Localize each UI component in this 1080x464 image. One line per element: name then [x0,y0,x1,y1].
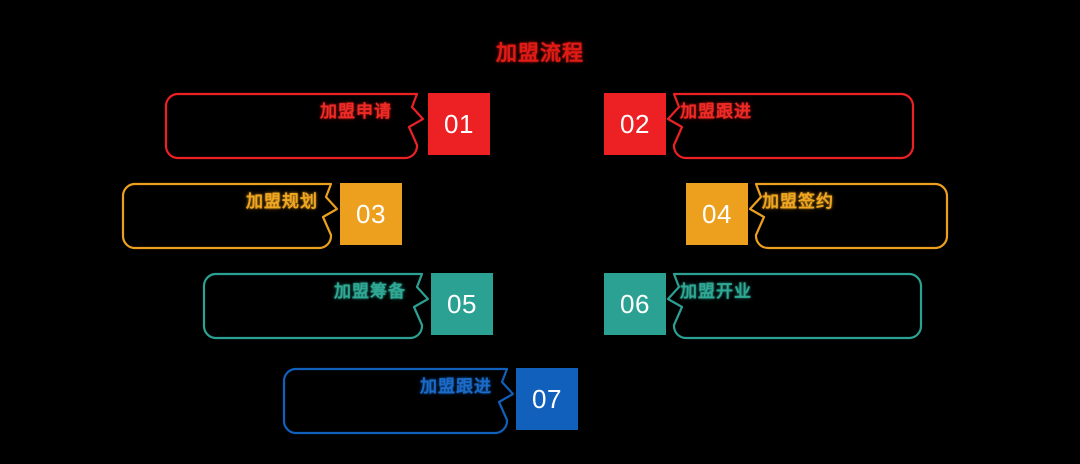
step-06[interactable]: 06 加盟开业 [604,272,923,340]
step-03-label: 加盟规划 [246,192,318,211]
step-01-badge[interactable]: 01 [428,93,490,155]
step-07-label: 加盟跟进 [420,377,492,396]
step-05-label: 加盟筹备 [334,282,406,301]
step-06-bubble [664,272,923,340]
step-05[interactable]: 加盟筹备 05 [202,272,493,340]
step-02-bubble [664,92,915,160]
step-03-bubble [121,182,344,250]
step-01-bubble [164,92,430,160]
step-07-badge[interactable]: 07 [516,368,578,430]
step-02-badge[interactable]: 02 [604,93,666,155]
step-01-label: 加盟申请 [320,102,392,121]
step-04[interactable]: 04 加盟签约 [686,182,949,250]
page-title: 加盟流程 [496,42,584,65]
step-01[interactable]: 加盟申请 01 [164,92,490,160]
step-06-label: 加盟开业 [680,282,752,301]
step-05-bubble [202,272,435,340]
step-06-badge[interactable]: 06 [604,273,666,335]
step-02[interactable]: 02 加盟跟进 [604,92,915,160]
step-07[interactable]: 加盟跟进 07 [282,367,578,435]
step-02-label: 加盟跟进 [680,102,752,121]
step-03[interactable]: 加盟规划 03 [121,182,402,250]
step-03-badge[interactable]: 03 [340,183,402,245]
step-04-badge[interactable]: 04 [686,183,748,245]
step-04-label: 加盟签约 [762,192,834,211]
step-07-bubble [282,367,520,435]
step-05-badge[interactable]: 05 [431,273,493,335]
step-04-bubble [746,182,949,250]
